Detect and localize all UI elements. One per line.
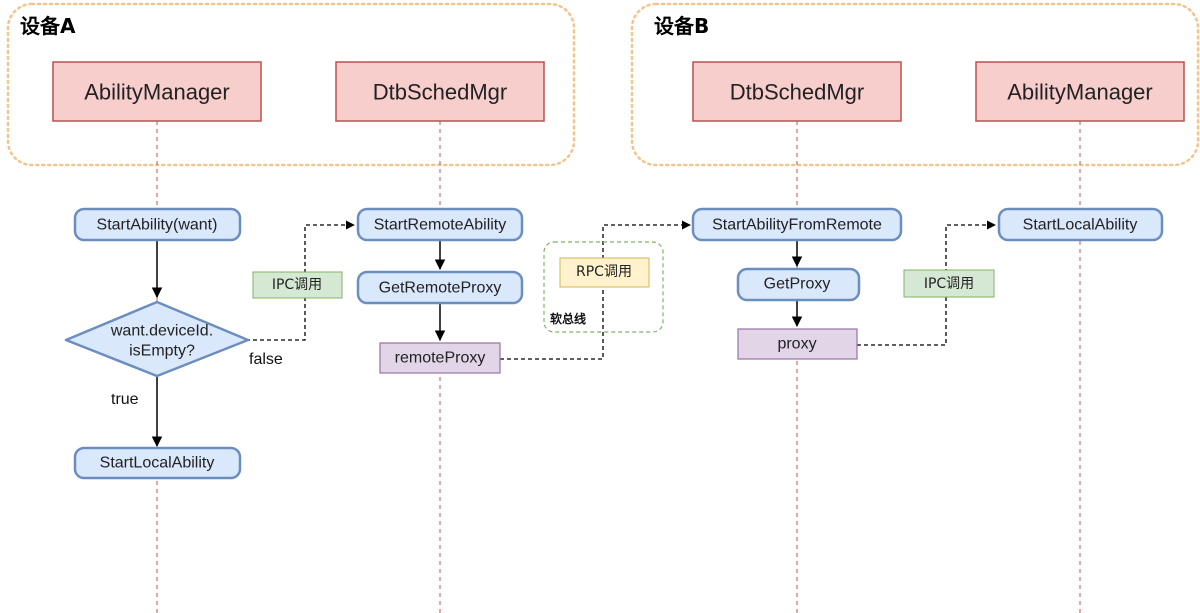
actor-a-ability-manager-box [52, 61, 262, 122]
device-b-container [630, 2, 1200, 167]
actor-b-ability-manager-box [975, 61, 1185, 122]
device-a-label: 设备A [20, 14, 76, 38]
rpc-call-label: RPC调用 [576, 264, 632, 280]
step-start-ability-label: StartAbility(want) [97, 217, 218, 234]
actor-b-dtb-sched-mgr-box [692, 61, 902, 122]
decision-device-id-empty [64, 300, 250, 378]
ipc-call-a-label: IPC调用 [272, 277, 322, 293]
actor-a-dtb-sched-mgr-box [335, 61, 545, 122]
step-start-ability-from-remote-label: StartAbilityFromRemote [712, 217, 882, 234]
soft-bus-label: 软总线 [550, 311, 586, 326]
step-get-remote-proxy [356, 270, 524, 305]
step-start-local-ability-a [73, 446, 242, 480]
step-start-local-ability-b-label: StartLocalAbility [1023, 217, 1138, 234]
step-start-local-ability-a-label: StartLocalAbility [100, 455, 215, 472]
ipc-call-a-note [252, 271, 343, 299]
decision-line1: want.deviceId. [110, 323, 213, 340]
actor-a-dtb-sched-mgr-label: DtbSchedMgr [373, 80, 508, 105]
step-get-proxy-label: GetProxy [764, 276, 831, 293]
actor-b-ability-manager-label: AbilityManager [1007, 80, 1153, 105]
true-branch-label: true [111, 391, 139, 408]
actor-a-ability-manager-label: AbilityManager [84, 80, 230, 105]
step-start-ability-from-remote [691, 207, 903, 242]
step-remote-proxy-label: remoteProxy [395, 350, 486, 367]
device-a-container [6, 2, 576, 167]
ipc-call-b-note [903, 269, 995, 298]
step-start-remote-ability [356, 207, 524, 242]
step-start-ability [73, 207, 242, 242]
actor-b-dtb-sched-mgr-label: DtbSchedMgr [730, 80, 865, 105]
step-start-remote-ability-label: StartRemoteAbility [374, 217, 507, 234]
ipc-call-b-label: IPC调用 [924, 276, 974, 292]
edge-remoteproxy-rpc [500, 220, 691, 360]
decision-line2: isEmpty? [129, 343, 195, 360]
step-remote-proxy [379, 342, 501, 374]
rpc-call-note [559, 257, 650, 288]
edge-decision-false-ipc [246, 220, 355, 341]
step-start-local-ability-b [997, 207, 1164, 242]
false-branch-label: false [249, 351, 283, 368]
step-proxy [737, 328, 858, 360]
soft-bus-group [543, 241, 664, 333]
device-b-label: 设备B [654, 14, 709, 38]
step-get-proxy [736, 267, 861, 302]
step-get-remote-proxy-label: GetRemoteProxy [379, 280, 502, 297]
step-proxy-label: proxy [777, 336, 816, 353]
